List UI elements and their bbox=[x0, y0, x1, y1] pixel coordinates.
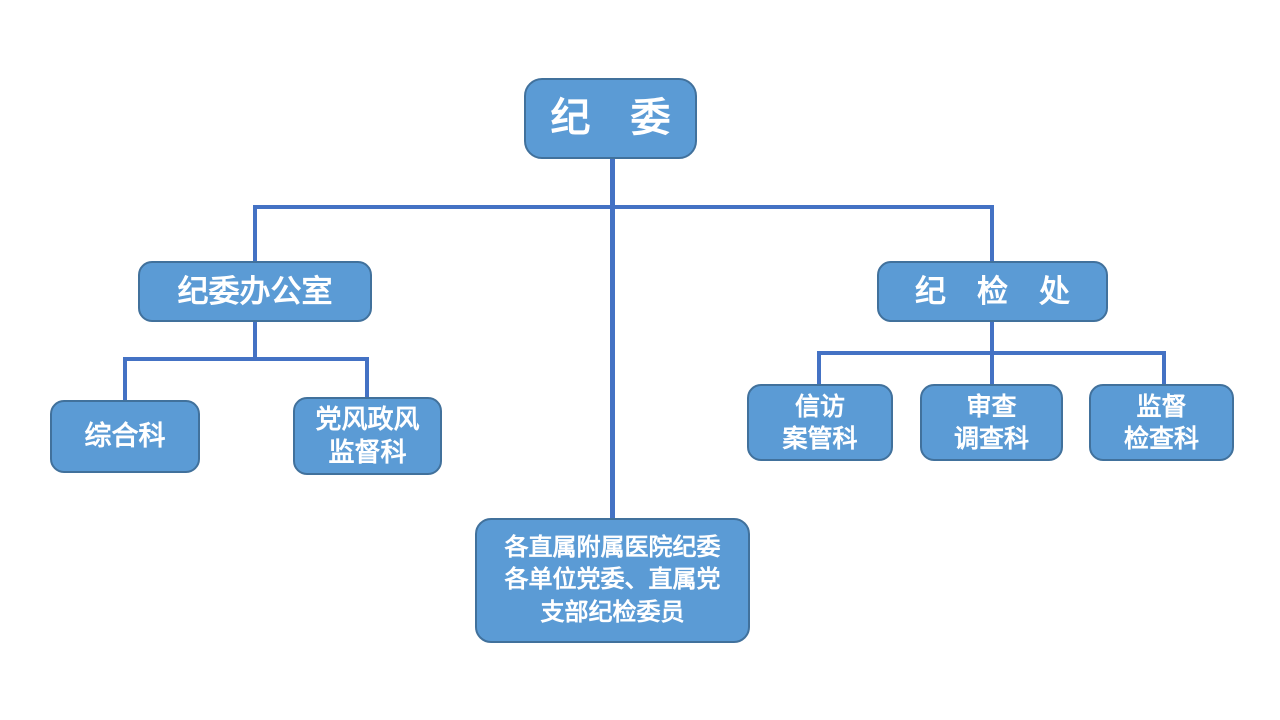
org-node-general-section: 综合科 bbox=[50, 400, 200, 473]
org-node-affiliated-units: 各直属附属医院纪委 各单位党委、直属党 支部纪检委员 bbox=[475, 518, 750, 643]
connector-rail-level2 bbox=[253, 205, 994, 209]
connector-drop-inspection bbox=[990, 205, 994, 263]
connector-drop-petition bbox=[817, 351, 821, 386]
org-node-discipline-commission: 纪 委 bbox=[524, 78, 697, 159]
connector-drop-general bbox=[123, 357, 127, 402]
org-node-inspection-division: 纪 检 处 bbox=[877, 261, 1108, 322]
connector-trunk-root-to-affiliates bbox=[610, 158, 615, 519]
org-node-party-conduct-supervision-section: 党风政风 监督科 bbox=[293, 397, 442, 475]
connector-drop-supervision bbox=[1162, 351, 1166, 386]
connector-drop-office bbox=[253, 205, 257, 263]
connector-drop-party bbox=[365, 357, 369, 399]
connector-rail-inspection-children bbox=[817, 351, 1166, 355]
connector-rail-office-children bbox=[123, 357, 369, 361]
org-node-petition-case-section: 信访 案管科 bbox=[747, 384, 893, 461]
org-node-supervision-inspection-section: 监督 检查科 bbox=[1089, 384, 1234, 461]
org-node-review-investigation-section: 审查 调查科 bbox=[920, 384, 1063, 461]
connector-stem-office bbox=[253, 322, 257, 360]
org-node-commission-office: 纪委办公室 bbox=[138, 261, 372, 322]
